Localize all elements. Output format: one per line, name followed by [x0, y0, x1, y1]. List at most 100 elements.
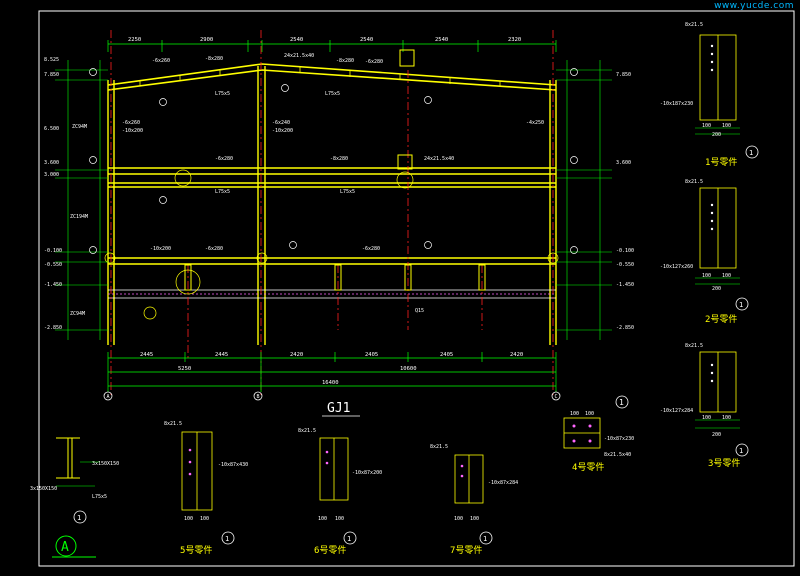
svg-text:100: 100: [200, 516, 209, 522]
svg-text:100: 100: [722, 273, 731, 279]
svg-text:8x21.5: 8x21.5: [685, 22, 703, 28]
elev-left-0: 8.525: [44, 57, 59, 63]
svg-text:200: 200: [712, 132, 721, 138]
member-note-23: Q15: [415, 308, 424, 314]
svg-text:-10x127x284: -10x127x284: [660, 408, 693, 414]
total-dim: 16400: [322, 380, 339, 386]
member-note-22: L75x5: [340, 189, 355, 195]
axis-label-b: B: [256, 394, 259, 400]
top-dim-4: 2540: [360, 37, 373, 43]
elev-right-8: -2.850: [616, 325, 634, 331]
svg-text:100: 100: [454, 516, 463, 522]
member-note-2: -8x280: [336, 58, 354, 64]
member-note-3: -6x280: [365, 59, 383, 65]
member-note-18: ZC94M: [70, 311, 85, 317]
svg-text:1: 1: [483, 535, 487, 543]
elev-left-8: -2.850: [44, 325, 62, 331]
svg-text:100: 100: [570, 411, 579, 417]
member-note-8: -10x200: [272, 128, 293, 134]
svg-text:1: 1: [739, 301, 743, 309]
title-ref-marker: 1: [619, 398, 624, 407]
elev-right-1: 7.850: [616, 72, 631, 78]
member-note-4: 24x21.5x40: [284, 53, 314, 59]
part-7-detail: 8x21.5 -10x87x284 100 100 7号零件 1: [430, 444, 518, 556]
svg-text:1: 1: [739, 447, 743, 455]
elev-left-1: 7.850: [44, 72, 59, 78]
part-5-label: 5号零件: [180, 544, 212, 556]
svg-text:-10x87x284: -10x87x284: [488, 480, 518, 486]
member-note-10: -6x280: [215, 156, 233, 162]
svg-text:-10x127x260: -10x127x260: [660, 264, 693, 270]
member-note-12: 24x21.5x40: [424, 156, 454, 162]
part-1-label: 1号零件: [705, 156, 737, 168]
part-1-detail: 8x21.5 -10x187x230 100 100 200 1号零件 1: [660, 22, 759, 168]
svg-text:100: 100: [702, 273, 711, 279]
svg-text:200: 200: [712, 286, 721, 292]
axis-label-a: A: [106, 394, 109, 400]
svg-text:-10x87x230: -10x87x230: [604, 436, 634, 442]
svg-text:1: 1: [347, 535, 351, 543]
elev-left-4: 3.000: [44, 172, 59, 178]
svg-text:8x21.5: 8x21.5: [685, 343, 703, 349]
part-6-label: 6号零件: [314, 544, 346, 556]
drawing-title: GJ1: [327, 401, 350, 416]
axis-label-c: C: [554, 394, 557, 400]
bottom-dim-1: 2445: [140, 352, 153, 358]
svg-text:100: 100: [184, 516, 193, 522]
detail-a: 3x150X150 3x150X150 L75x5 1 A: [30, 437, 119, 558]
top-dim-5: 2540: [435, 37, 448, 43]
member-note-15: -6x280: [362, 246, 380, 252]
svg-text:1: 1: [77, 514, 81, 522]
svg-text:200: 200: [712, 432, 721, 438]
bottom-dim-4: 2405: [365, 352, 378, 358]
svg-text:8x21.5: 8x21.5: [430, 444, 448, 450]
member-note-0: -6x260: [152, 58, 170, 64]
span-dim-2: 10600: [400, 366, 417, 372]
elev-right-7: -1.450: [616, 282, 634, 288]
svg-text:100: 100: [722, 415, 731, 421]
svg-text:-10x87x200: -10x87x200: [352, 470, 382, 476]
svg-text:1: 1: [225, 535, 229, 543]
bottom-dim-5: 2405: [440, 352, 453, 358]
part-5-detail: 8x21.5 -10x87x430 100 100 5号零件 1: [164, 421, 248, 556]
svg-text:100: 100: [335, 516, 344, 522]
svg-text:100: 100: [702, 415, 711, 421]
elev-right-3: 3.600: [616, 160, 631, 166]
part-2-label: 2号零件: [705, 313, 737, 325]
span-dim-1: 5250: [178, 366, 191, 372]
member-note-1: -8x280: [205, 56, 223, 62]
part-6-detail: 8x21.5 -10x87x200 100 100 6号零件 1: [298, 428, 382, 556]
elev-right-6: -0.550: [616, 262, 634, 268]
part-4-detail: -10x87x230 8x21.5x40 100 100 4号零件: [563, 411, 634, 473]
part-2-detail: 8x21.5 -10x127x260 100 100 200 2号零件 1: [660, 179, 749, 325]
bottom-dim-6: 2420: [510, 352, 523, 358]
svg-text:100: 100: [702, 123, 711, 129]
member-note-6: -10x200: [122, 128, 143, 134]
member-note-11: -8x280: [330, 156, 348, 162]
top-dim-6: 2320: [508, 37, 521, 43]
part-3-detail: 8x21.5 -10x127x284 100 100 200 3号零件 1: [660, 343, 749, 469]
member-note-19: L75x5: [215, 91, 230, 97]
bottom-dim-3: 2420: [290, 352, 303, 358]
svg-text:100: 100: [585, 411, 594, 417]
svg-text:3x150X150: 3x150X150: [30, 486, 57, 492]
elev-right-5: -0.100: [616, 248, 634, 254]
watermark: www.yucde.com: [714, 1, 794, 11]
top-dim-3: 2540: [290, 37, 303, 43]
member-note-9: -4x250: [526, 120, 544, 126]
svg-text:L75x5: L75x5: [92, 494, 107, 500]
elev-left-2: 6.500: [44, 126, 59, 132]
member-note-14: -6x280: [205, 246, 223, 252]
svg-text:-10x87x430: -10x87x430: [218, 462, 248, 468]
bottom-dim-2: 2445: [215, 352, 228, 358]
member-note-7: -6x240: [272, 120, 290, 126]
elev-left-5: -0.100: [44, 248, 62, 254]
drawing-border: [38, 10, 795, 567]
part-4-label: 4号零件: [572, 461, 604, 473]
svg-text:8x21.5: 8x21.5: [685, 179, 703, 185]
member-note-16: ZC94M: [72, 124, 87, 130]
part-7-label: 7号零件: [450, 544, 482, 556]
svg-text:8x21.5x40: 8x21.5x40: [604, 452, 631, 458]
part-3-label: 3号零件: [708, 457, 740, 469]
